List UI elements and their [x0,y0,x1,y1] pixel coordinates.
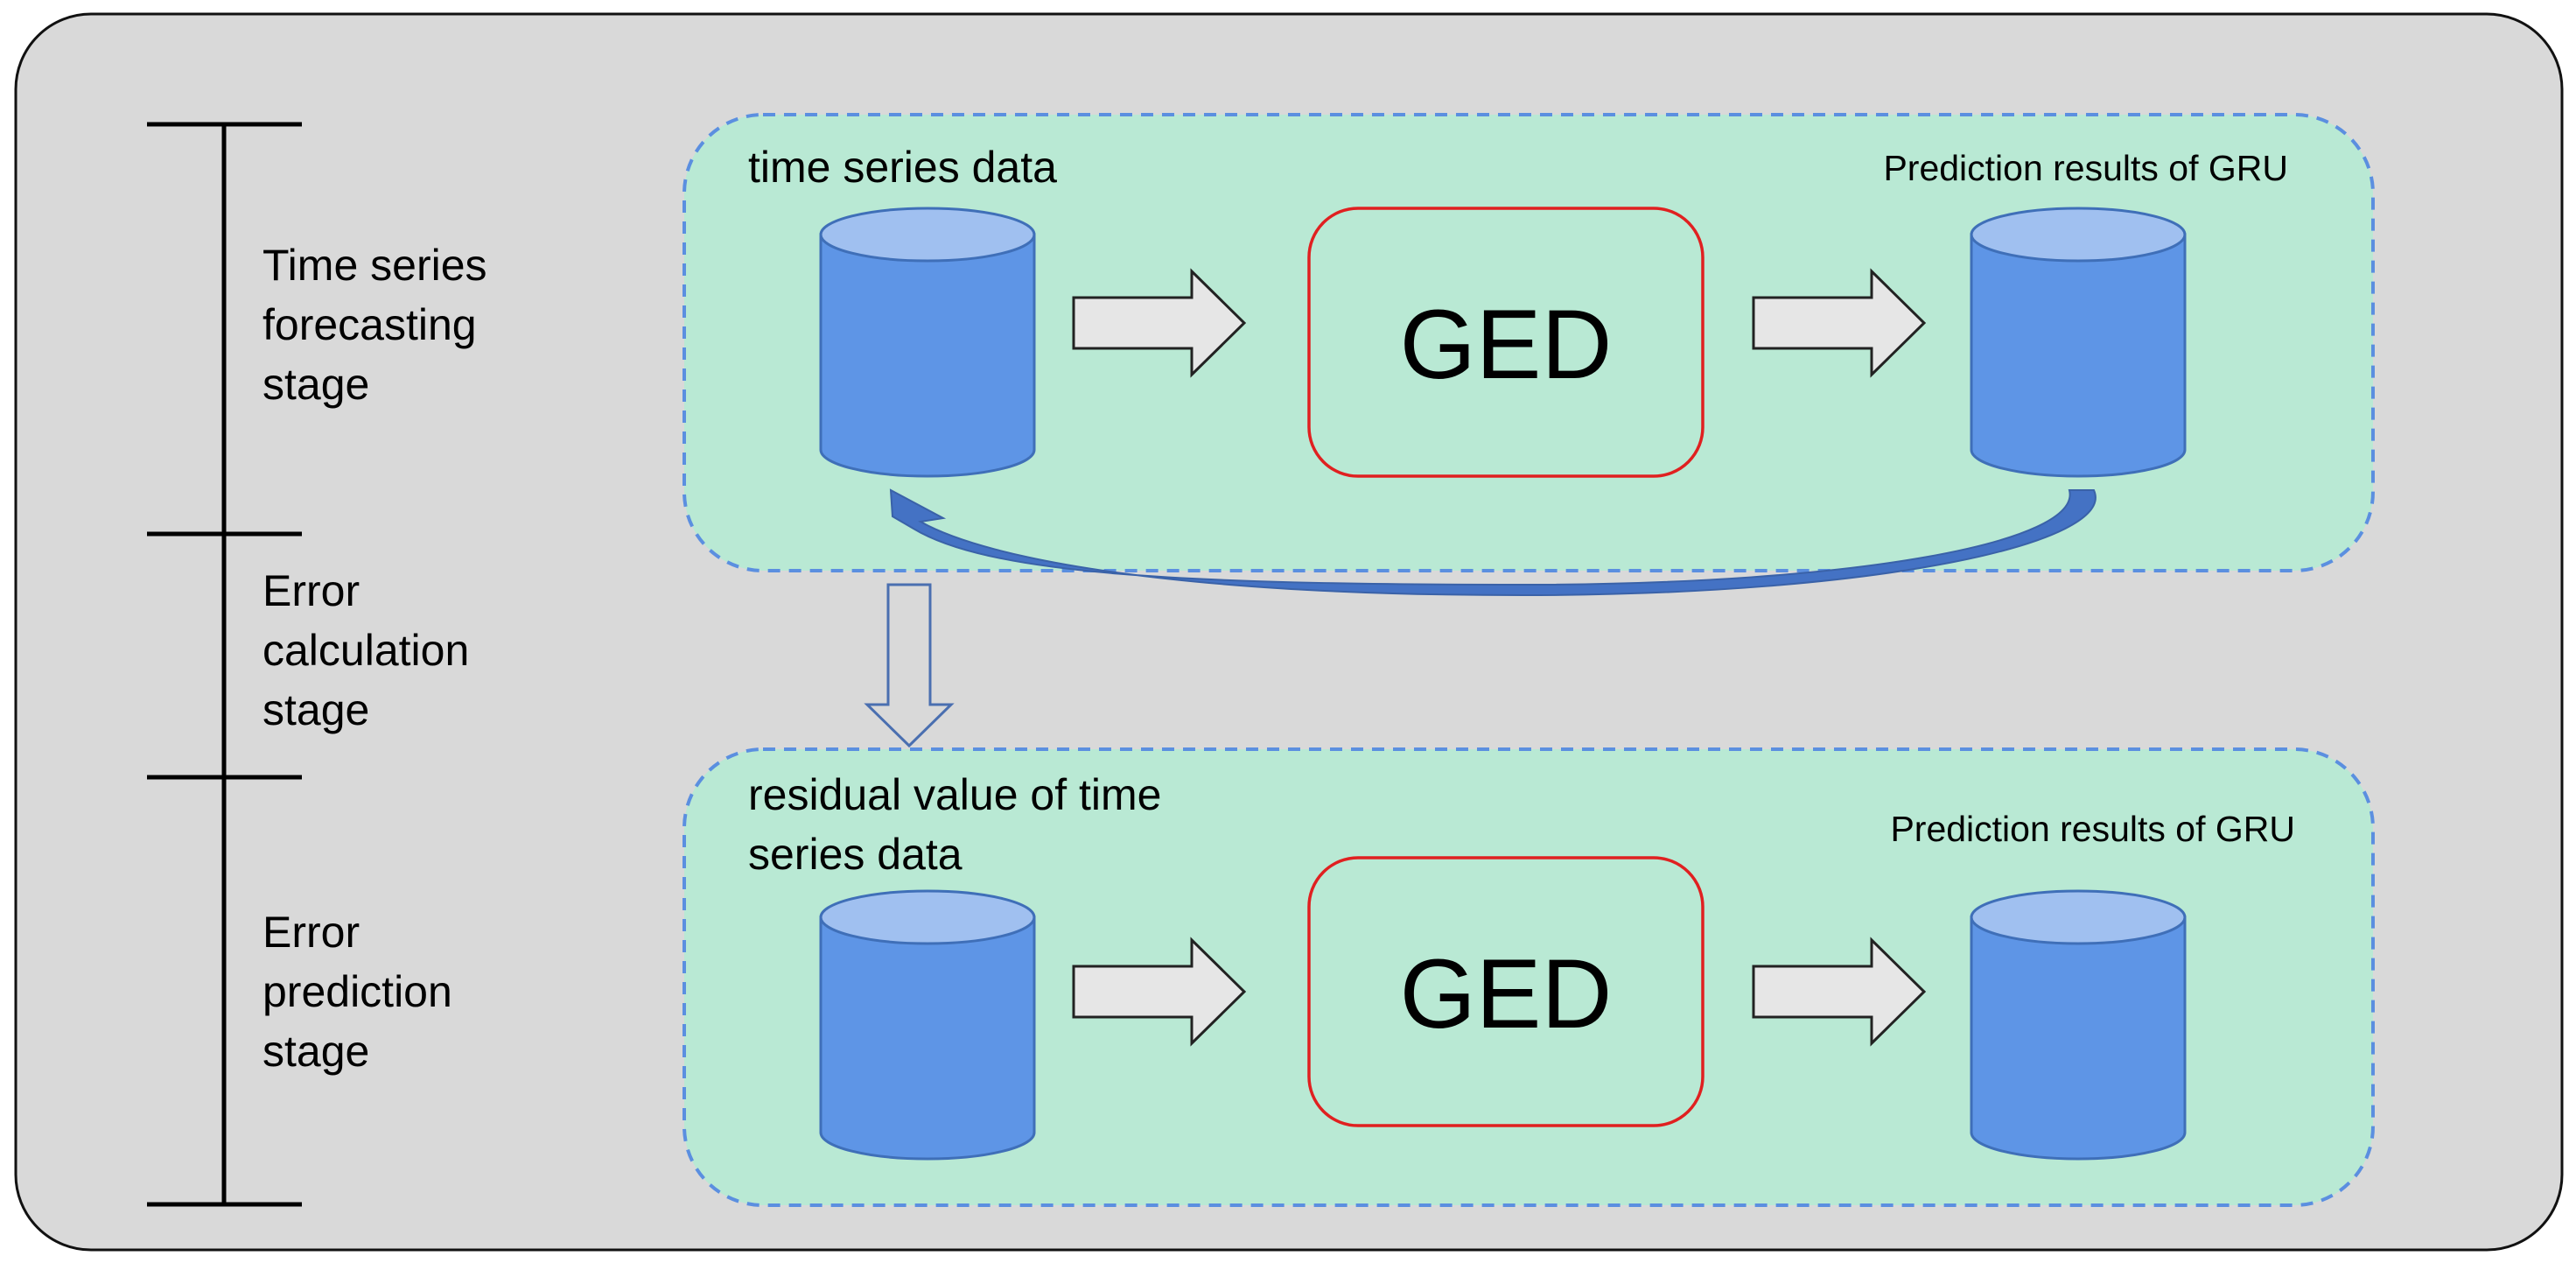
cylinder-top [1970,207,2187,263]
database-icon [819,207,1036,478]
stage-label-line: Error [262,908,360,957]
stage-label-forecasting: Time series forecasting stage [262,241,499,409]
input-title-line: series data [748,830,962,879]
input-title-line: time series data [748,143,1057,192]
input-title-line: residual value of time [748,770,1161,819]
stage-label-line: calculation [262,626,469,675]
stage-label-line: stage [262,685,369,734]
flow-arrow-down-icon [864,583,955,748]
database-icon [1970,889,2187,1161]
database-icon [819,889,1036,1161]
cylinder-body [819,916,1036,1161]
flow-arrow-right-icon [1072,268,1247,378]
cylinder-top [819,889,1036,945]
panel-background [682,747,2375,1207]
input-title: time series data [748,143,1057,192]
stage-label-line: Time series [262,241,487,290]
model-box [1307,856,1704,1127]
cylinder-top [819,207,1036,263]
model-label: GED [1400,939,1613,1049]
stage-label-error-prediction: Error prediction stage [262,908,465,1076]
model-box [1307,207,1704,478]
database-icon [1970,207,2187,478]
flow-arrow-right-icon [1072,937,1247,1047]
stage-label-line: stage [262,360,369,409]
cylinder-body [819,233,1036,478]
panel-error-prediction: residual value of time series data Predi… [682,747,2375,1207]
stage-label-error-calculation: Error calculation stage [262,566,481,734]
panel-background [682,113,2375,572]
stage-timeline [147,122,302,1207]
flow-arrow-right-icon [1752,268,1927,378]
stage-label-line: forecasting [262,300,477,349]
stage-label-line: stage [262,1027,369,1076]
cylinder-top [1970,889,2187,945]
cylinder-body [1970,916,2187,1161]
flow-arrow-right-icon [1752,937,1927,1047]
stage-label-line: Error [262,566,360,615]
panel-forecasting: time series data Prediction results of G… [682,113,2375,572]
stage-label-line: prediction [262,967,452,1016]
model-label: GED [1400,290,1613,399]
output-title: Prediction results of GRU [1890,809,2295,849]
output-title: Prediction results of GRU [1883,148,2288,188]
feedback-arrow-icon [889,488,2096,597]
cylinder-body [1970,233,2187,478]
input-title: residual value of time series data [748,770,1173,879]
